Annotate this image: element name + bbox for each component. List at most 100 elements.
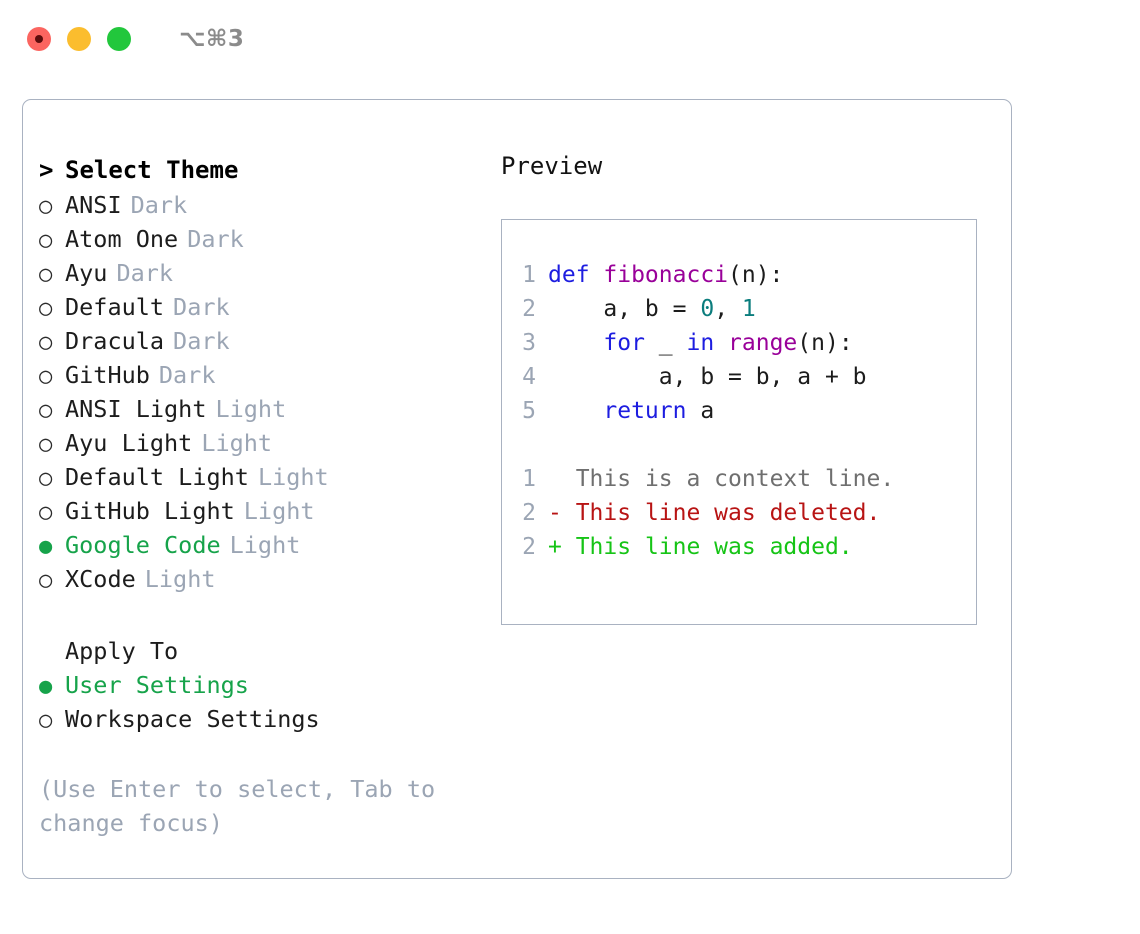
spacer xyxy=(502,428,976,462)
theme-variant-badge: Dark xyxy=(173,293,230,321)
theme-name: Ayu Light xyxy=(65,429,193,457)
theme-list-item[interactable]: ○ Ayu Dark xyxy=(39,256,469,290)
apply-to-item[interactable]: ○ Workspace Settings xyxy=(39,702,469,736)
theme-variant-badge: Light xyxy=(201,429,273,457)
theme-list-header: > Select Theme xyxy=(39,152,469,188)
radio-unselected-icon: ○ xyxy=(39,296,53,321)
code-token: a, b = b, a + b xyxy=(548,364,867,390)
code-token xyxy=(548,330,603,356)
code-line: 3 for _ in range(n): xyxy=(502,326,976,360)
code-token: (n): xyxy=(728,262,784,288)
line-number: 2 xyxy=(522,500,536,526)
code-token xyxy=(548,398,603,424)
radio-selected-icon: ● xyxy=(39,674,53,699)
radio-unselected-icon: ○ xyxy=(39,432,53,457)
keyboard-hint: (Use Enter to select, Tab to change focu… xyxy=(39,775,436,837)
code-token xyxy=(714,330,728,356)
code-token: fibonacci xyxy=(603,262,729,288)
diff-marker: + xyxy=(548,534,562,560)
maximize-window-button[interactable] xyxy=(107,27,131,51)
spacer xyxy=(39,596,469,634)
theme-name: Ayu xyxy=(65,259,108,287)
diff-line: 2 - This line was deleted. xyxy=(502,496,976,530)
line-number: 2 xyxy=(522,296,536,322)
diff-line-text: + This line was added. xyxy=(548,530,853,564)
line-number: 2 xyxy=(522,534,536,560)
diff-text: This line was deleted. xyxy=(561,500,881,526)
theme-variant-badge: Dark xyxy=(187,225,244,253)
title-bar: ⌥⌘3 xyxy=(0,0,1140,78)
theme-name: ANSI xyxy=(65,191,122,219)
theme-variant-badge: Light xyxy=(215,395,287,423)
theme-list-item[interactable]: ○ ANSI Dark xyxy=(39,188,469,222)
radio-selected-icon: ● xyxy=(39,534,53,559)
radio-unselected-icon: ○ xyxy=(39,262,53,287)
apply-to-item[interactable]: ● User Settings xyxy=(39,668,469,702)
apply-to-label: Workspace Settings xyxy=(65,705,320,733)
preview-title: Preview xyxy=(501,152,603,180)
page-title: Select Theme xyxy=(65,156,239,184)
radio-unselected-icon: ○ xyxy=(39,364,53,389)
theme-list-item[interactable]: ○ ANSI Light Light xyxy=(39,392,469,426)
diff-text: This line was added. xyxy=(561,534,853,560)
code-token: a, b = xyxy=(548,296,701,322)
theme-list-item[interactable]: ○ GitHub Dark xyxy=(39,358,469,392)
theme-variant-badge: Light xyxy=(243,497,315,525)
theme-list-item[interactable]: ○ GitHub Light Light xyxy=(39,494,469,528)
code-line-text: a, b = b, a + b xyxy=(548,360,867,394)
apply-to-title: Apply To xyxy=(65,637,179,665)
prompt-caret-icon: > xyxy=(39,156,54,184)
code-token: def xyxy=(548,262,604,288)
code-line-text: return a xyxy=(548,394,714,428)
line-number: 5 xyxy=(522,398,536,424)
theme-variant-badge: Light xyxy=(144,565,216,593)
theme-variant-badge: Dark xyxy=(130,191,188,219)
code-token: return xyxy=(603,398,687,424)
theme-variant-badge: Dark xyxy=(173,327,230,355)
theme-list-item[interactable]: ● Google Code Light xyxy=(39,528,469,562)
radio-unselected-icon: ○ xyxy=(39,398,53,423)
code-token: 1 xyxy=(741,296,756,322)
radio-unselected-icon: ○ xyxy=(39,194,53,219)
radio-unselected-icon: ○ xyxy=(39,466,53,491)
code-line-text: a, b = 0, 1 xyxy=(548,292,756,326)
code-token: , xyxy=(714,296,742,322)
theme-variant-badge: Dark xyxy=(116,259,174,287)
theme-name: XCode xyxy=(65,565,136,593)
theme-variant-badge: Dark xyxy=(158,361,216,389)
theme-name: ANSI Light xyxy=(65,395,207,423)
radio-unselected-icon: ○ xyxy=(39,708,53,733)
theme-name: GitHub Light xyxy=(65,497,235,525)
diff-line: 1 This is a context line. xyxy=(502,462,976,496)
theme-list-item[interactable]: ○ Ayu Light Light xyxy=(39,426,469,460)
code-line-text: def fibonacci(n): xyxy=(548,258,783,292)
diff-sample: 1 This is a context line. 2 - This line wa… xyxy=(502,462,976,564)
apply-to-label: User Settings xyxy=(65,671,249,699)
theme-variant-badge: Light xyxy=(229,531,301,559)
close-window-button[interactable] xyxy=(27,27,51,51)
code-token: _ xyxy=(644,330,687,356)
minimize-window-button[interactable] xyxy=(67,27,91,51)
radio-unselected-icon: ○ xyxy=(39,330,53,355)
code-line: 4 a, b = b, a + b xyxy=(502,360,976,394)
diff-line-text: - This line was deleted. xyxy=(548,496,880,530)
code-token: range xyxy=(728,330,798,356)
theme-name: Google Code xyxy=(65,531,221,559)
code-line-text: for _ in range(n): xyxy=(548,326,852,360)
apply-to-list: ● User Settings ○ Workspace Settings xyxy=(39,668,469,736)
theme-name: Default Light xyxy=(65,463,249,491)
radio-unselected-icon: ○ xyxy=(39,500,53,525)
theme-name: GitHub xyxy=(65,361,150,389)
